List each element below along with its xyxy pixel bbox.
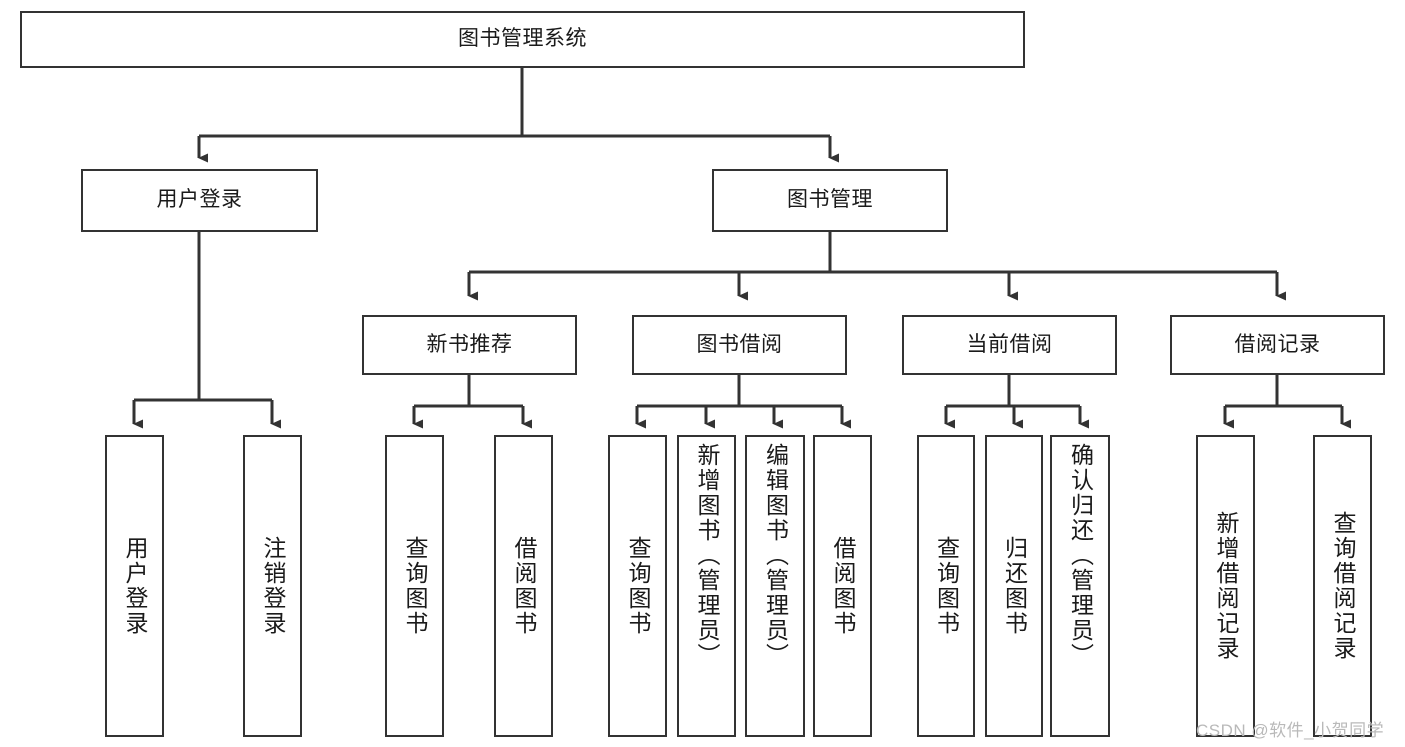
node-leaf-borrow-book-1[interactable]: 借阅图书	[494, 435, 553, 737]
node-leaf-query-book-2[interactable]: 查询图书	[608, 435, 667, 737]
node-new-book-recommend-label: 新书推荐	[426, 332, 513, 356]
node-leaf-borrow-book-2[interactable]: 借阅图书	[813, 435, 872, 737]
node-leaf-user-logout[interactable]: 注销登录	[243, 435, 302, 737]
node-leaf-return-book[interactable]: 归还图书	[985, 435, 1043, 737]
node-root[interactable]: 图书管理系统	[20, 11, 1025, 68]
node-leaf-user-logout-label: 注销登录	[260, 536, 286, 636]
node-leaf-query-book-3-label: 查询图书	[933, 536, 960, 636]
node-leaf-edit-book-label: 编辑图书（管理员）	[762, 443, 789, 668]
node-leaf-user-login-label: 用户登录	[122, 536, 148, 636]
node-book-manage-label: 图书管理	[787, 188, 873, 212]
node-leaf-borrow-book-1-label: 借阅图书	[511, 536, 537, 636]
node-leaf-add-book[interactable]: 新增图书（管理员）	[677, 435, 736, 737]
node-leaf-query-book-1[interactable]: 查询图书	[385, 435, 444, 737]
node-leaf-add-record[interactable]: 新增借阅记录	[1196, 435, 1255, 737]
node-book-borrow[interactable]: 图书借阅	[632, 315, 847, 375]
node-current-borrow[interactable]: 当前借阅	[902, 315, 1117, 375]
node-leaf-edit-book[interactable]: 编辑图书（管理员）	[745, 435, 805, 737]
node-new-book-recommend[interactable]: 新书推荐	[362, 315, 577, 375]
node-borrow-record-label: 借阅记录	[1234, 332, 1321, 356]
node-borrow-record[interactable]: 借阅记录	[1170, 315, 1385, 375]
node-leaf-return-book-label: 归还图书	[1001, 536, 1028, 636]
node-current-borrow-label: 当前借阅	[966, 332, 1053, 356]
csdn-watermark: CSDN @软件_小贺同学	[1196, 721, 1385, 740]
node-leaf-borrow-book-2-label: 借阅图书	[830, 536, 856, 636]
node-root-label: 图书管理系统	[458, 27, 587, 51]
node-leaf-confirm-return-label: 确认归还（管理员）	[1067, 443, 1094, 668]
node-leaf-user-login[interactable]: 用户登录	[105, 435, 164, 737]
node-leaf-query-book-2-label: 查询图书	[625, 536, 651, 636]
node-book-borrow-label: 图书借阅	[696, 332, 783, 356]
node-leaf-query-record[interactable]: 查询借阅记录	[1313, 435, 1372, 737]
node-leaf-add-record-label: 新增借阅记录	[1213, 511, 1239, 661]
node-leaf-query-book-1-label: 查询图书	[402, 536, 428, 636]
node-leaf-add-book-label: 新增图书（管理员）	[694, 443, 720, 668]
node-user-login[interactable]: 用户登录	[81, 169, 318, 232]
node-user-login-label: 用户登录	[156, 188, 243, 212]
node-book-manage[interactable]: 图书管理	[712, 169, 948, 232]
node-leaf-query-book-3[interactable]: 查询图书	[917, 435, 975, 737]
node-leaf-confirm-return[interactable]: 确认归还（管理员）	[1050, 435, 1110, 737]
node-leaf-query-record-label: 查询借阅记录	[1330, 511, 1356, 661]
